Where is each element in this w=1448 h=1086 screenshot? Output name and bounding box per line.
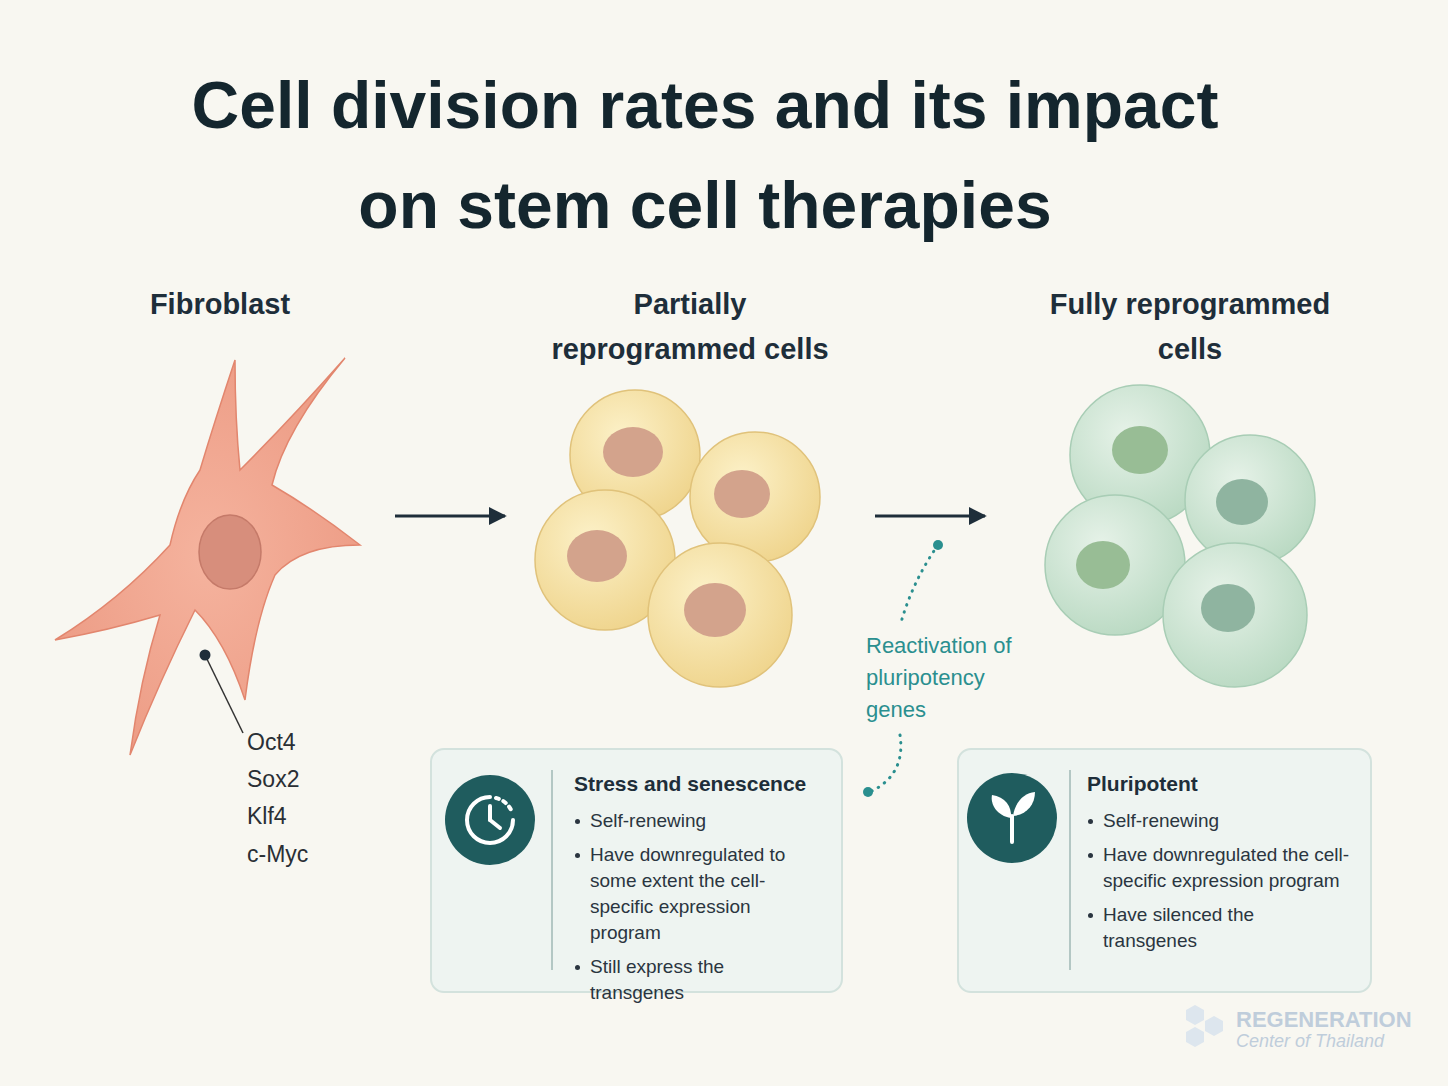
flow-arrow: [875, 515, 985, 518]
cell-heading: Fibroblast: [60, 282, 380, 327]
bullet-text: Self-renewing: [574, 808, 823, 834]
logo-hexagon: [1186, 1027, 1204, 1047]
icon-disc: [445, 775, 535, 865]
info-box: Stress and senescenceSelf-renewingHave d…: [430, 748, 843, 993]
box-heading: Pluripotent: [1087, 770, 1352, 798]
bullet-text: Have silenced the transgenes: [1087, 902, 1352, 954]
bullet-text: Still express the transgenes: [574, 954, 823, 1006]
sprout-leaf: [1013, 792, 1035, 816]
cell-group: Fibroblast: [60, 282, 380, 752]
callout-text: Reactivation of pluripotency genes: [866, 630, 1046, 726]
partial-nucleus: [567, 530, 627, 582]
sprout-icon: [967, 773, 1057, 863]
gene-label: c-Myc: [247, 839, 308, 869]
cell-heading: Fully reprogrammed cells: [1030, 282, 1350, 372]
gene-label: Sox2: [247, 764, 299, 794]
leader-line: [205, 655, 243, 733]
info-box: PluripotentSelf-renewingHave downregulat…: [957, 748, 1372, 993]
watermark: Center of Thailand: [1236, 1031, 1384, 1051]
clock-dash: [496, 798, 512, 812]
cell-group: Fully reprogrammed cells: [1000, 282, 1380, 742]
full-nucleus: [1112, 426, 1168, 474]
clock-hand: [490, 820, 500, 828]
bullet-text: Self-renewing: [1087, 808, 1352, 834]
partial-nucleus: [714, 470, 770, 518]
full-nucleus: [1076, 541, 1130, 589]
reactivation-leader: [863, 540, 943, 797]
partial-cell: [690, 432, 820, 562]
logo-hexagon: [1186, 1005, 1204, 1025]
bullet-text: Have downregulated the cell-specific exp…: [1087, 842, 1352, 894]
gene-label: Oct4: [247, 727, 296, 757]
diagram-title: Cell division rates and its impact on st…: [150, 55, 1260, 255]
logo-hexagon: [1205, 1016, 1223, 1036]
box-divider: [1069, 770, 1071, 970]
partial-nucleus: [603, 427, 663, 477]
box-divider: [551, 770, 553, 970]
watermark-logo: [1186, 1005, 1223, 1047]
cell-heading: Partially reprogrammed cells: [530, 282, 850, 372]
box-heading: Stress and senescence: [574, 770, 823, 798]
bullet-text: Have downregulated to some extent the ce…: [574, 842, 823, 946]
fibroblast-nucleus: [199, 515, 261, 589]
fibroblast-cell: [55, 358, 360, 755]
full-cell: [1070, 385, 1210, 525]
sprout-stem: [1010, 816, 1014, 842]
gene-leader: [200, 650, 244, 734]
full-nucleus: [1216, 479, 1268, 525]
flow-arrow: [395, 515, 505, 518]
full-cell: [1163, 543, 1307, 687]
fibroblast-body: [55, 358, 360, 755]
leader-dot: [863, 787, 873, 797]
full-cell: [1185, 435, 1315, 565]
full-nucleus: [1201, 584, 1255, 632]
dotted-leader: [900, 545, 938, 626]
clock-arc: [467, 797, 513, 843]
clock-icon: [445, 775, 535, 865]
gene-label: Klf4: [247, 801, 287, 831]
icon-disc: [967, 773, 1057, 863]
partial-cell: [535, 490, 675, 630]
cell-group: Partially reprogrammed cells: [520, 282, 860, 742]
full-cell: [1045, 495, 1185, 635]
partial-cell: [570, 390, 700, 520]
leader-dot: [933, 540, 943, 550]
partial-nucleus: [684, 583, 746, 637]
partial-cell: [648, 543, 792, 687]
dotted-leader: [870, 735, 901, 792]
partial-cell-cluster: [535, 390, 820, 687]
watermark: REGENERATION: [1236, 1008, 1412, 1032]
clock-hand: [488, 806, 492, 820]
full-cell-cluster: [1045, 385, 1315, 687]
leader-dot: [200, 650, 211, 661]
sprout-leaf: [992, 795, 1011, 818]
